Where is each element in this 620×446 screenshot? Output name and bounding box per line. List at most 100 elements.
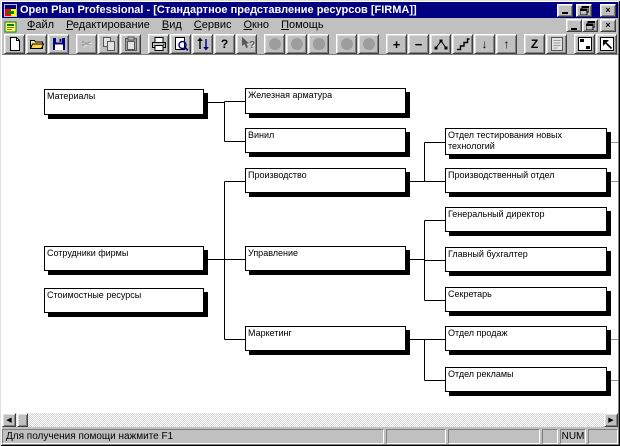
resource-node-marketing[interactable]: Маркетинг	[245, 326, 406, 351]
shape-circle-button	[264, 34, 285, 54]
status-panel-1	[386, 429, 446, 444]
scroll-left-button[interactable]: ◀	[2, 413, 16, 427]
fit-window-button[interactable]	[596, 34, 617, 54]
resource-node-ad-dept[interactable]: Отдел рекламы	[445, 367, 607, 392]
restore-button[interactable]	[576, 3, 592, 17]
dots-icon	[433, 36, 449, 52]
sort-button[interactable]: Z	[524, 34, 545, 54]
svg-text:?: ?	[249, 40, 255, 51]
status-panel-3	[542, 429, 558, 444]
circle-icon	[339, 36, 355, 52]
resource-node-gen-director[interactable]: Генеральный директор	[445, 207, 607, 232]
menu-item-help[interactable]: Помощь	[281, 19, 324, 31]
resource-node-vinyl[interactable]: Винил	[245, 128, 406, 153]
down-icon: ↓	[481, 37, 488, 51]
move-down-button[interactable]: ↓	[474, 34, 495, 54]
status-bar: Для получения помощи нажмите F1 NUM	[2, 427, 618, 444]
resource-node-production[interactable]: Производство	[245, 168, 406, 193]
zed-icon: Z	[530, 37, 539, 51]
status-panel-4	[588, 429, 618, 444]
num-lock-indicator: NUM	[560, 429, 586, 444]
fitcorner-icon	[599, 36, 615, 52]
context-help-button: ?	[236, 34, 257, 54]
resource-node-management[interactable]: Управление	[245, 246, 406, 271]
print-button[interactable]	[148, 34, 169, 54]
menu-bar: Файл Редактирование Вид Сервис Окно Помощь ×	[2, 18, 618, 33]
printer-icon	[151, 36, 167, 52]
resource-node-prod-dept[interactable]: Производственный отдел	[445, 168, 607, 193]
move-up-button[interactable]: ↑	[496, 34, 517, 54]
status-message: Для получения помощи нажмите F1	[2, 429, 384, 444]
scrollbar-track[interactable]	[16, 413, 604, 427]
circle-icon	[267, 36, 283, 52]
shape-circle-3-button	[336, 34, 357, 54]
status-panel-2	[448, 429, 540, 444]
scroll-right-button[interactable]: ▶	[604, 413, 618, 427]
print-preview-button[interactable]	[170, 34, 191, 54]
toolbar: ✂?? +− ↓ ↑ Z	[2, 33, 618, 55]
scrollbar-thumb[interactable]	[17, 413, 28, 427]
close-button[interactable]: ×	[600, 3, 616, 17]
tile-windows-button[interactable]	[574, 34, 595, 54]
shape-circle-4-button	[358, 34, 379, 54]
paste-button	[120, 34, 141, 54]
menu-item-service[interactable]: Сервис	[193, 19, 232, 31]
open-button[interactable]	[26, 34, 47, 54]
menu-item-edit[interactable]: Редактирование	[66, 19, 150, 31]
mdi-restore-button[interactable]	[582, 19, 598, 32]
resource-node-iron[interactable]: Железная арматура	[245, 88, 406, 114]
expand-button[interactable]: +	[386, 34, 407, 54]
menu-item-window[interactable]: Окно	[243, 19, 270, 31]
paste-icon	[123, 36, 139, 52]
resource-node-secretary[interactable]: Секретарь	[445, 287, 607, 312]
folder-icon	[29, 36, 45, 52]
circle-icon	[289, 36, 305, 52]
copy-button	[98, 34, 119, 54]
document-icon	[4, 20, 17, 32]
exchange-button[interactable]	[192, 34, 213, 54]
collapse-button[interactable]: −	[408, 34, 429, 54]
minimize-button[interactable]	[557, 3, 573, 17]
resource-node-sales-dept[interactable]: Отдел продаж	[445, 326, 607, 351]
link-button[interactable]	[430, 34, 451, 54]
title-bar: Open Plan Professional - [Стандартное пр…	[2, 2, 618, 18]
steps-button[interactable]	[452, 34, 473, 54]
minus-icon: −	[414, 36, 423, 52]
question-icon: ?	[220, 37, 229, 51]
mdi-minimize-button[interactable]	[566, 19, 582, 32]
circle-icon	[361, 36, 377, 52]
helparrow-icon: ?	[239, 36, 255, 52]
scissors-icon: ✂	[81, 37, 92, 51]
mdi-close-button[interactable]: ×	[600, 19, 616, 32]
app-icon	[4, 3, 17, 17]
rounded-icon	[311, 36, 327, 52]
cut-button: ✂	[76, 34, 97, 54]
swap-icon	[195, 36, 211, 52]
preview-icon	[173, 36, 189, 52]
help-button[interactable]: ?	[214, 34, 235, 54]
steps-icon	[455, 36, 471, 52]
menu-item-view[interactable]: Вид	[161, 19, 182, 31]
horizontal-scrollbar: ◀ ▶	[2, 413, 618, 427]
copy-icon	[101, 36, 117, 52]
shape-rounded-button	[308, 34, 329, 54]
notes-button	[546, 34, 567, 54]
tree-connectors	[208, 101, 618, 381]
up-icon: ↑	[503, 37, 510, 51]
tile-icon	[577, 36, 593, 52]
page-icon	[7, 36, 23, 52]
window-title: Open Plan Professional - [Стандартное пр…	[20, 4, 417, 16]
new-document-button[interactable]	[4, 34, 25, 54]
resource-node-cost-res[interactable]: Стоимостные ресурсы	[44, 288, 204, 313]
floppy-icon	[51, 36, 67, 52]
resource-node-staff[interactable]: Сотрудники фирмы	[44, 246, 204, 271]
plus-icon: +	[392, 36, 401, 52]
resource-node-test-dept[interactable]: Отдел тестирования новых технологий	[445, 128, 607, 155]
note-icon	[549, 36, 565, 52]
resource-node-materials[interactable]: Материалы	[44, 89, 204, 115]
save-button[interactable]	[48, 34, 69, 54]
menu-item-file[interactable]: Файл	[27, 19, 55, 31]
resource-node-chief-account[interactable]: Главный бухгалтер	[445, 247, 607, 272]
